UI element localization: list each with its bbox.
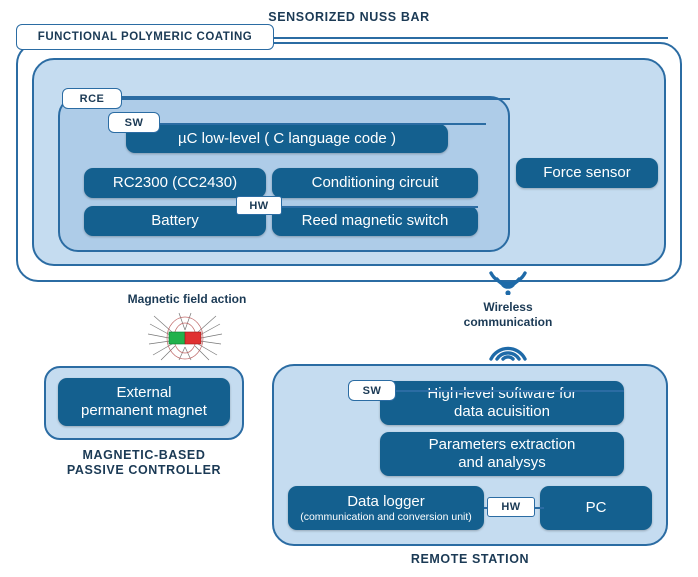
external-permanent-magnet-box[interactable]: External permanent magnet bbox=[58, 378, 230, 426]
bar-magnet-field-icon bbox=[147, 312, 223, 361]
conditioning-circuit-box[interactable]: Conditioning circuit bbox=[272, 168, 478, 198]
page-title: SENSORIZED NUSS BAR bbox=[268, 10, 430, 24]
pc-box[interactable]: PC bbox=[540, 486, 652, 530]
rce-tag: RCE bbox=[62, 88, 122, 109]
remote-station-caption: REMOTE STATION bbox=[410, 552, 530, 566]
rc2300-box[interactable]: RC2300 (CC2430) bbox=[84, 168, 266, 198]
force-sensor-box[interactable]: Force sensor bbox=[516, 158, 658, 188]
hw-tag-bar-connector bbox=[270, 206, 478, 208]
sw-tag-bar: SW bbox=[108, 112, 160, 133]
reed-magnetic-switch-box[interactable]: Reed magnetic switch bbox=[272, 206, 478, 236]
magnetic-field-action-label: Magnetic field action bbox=[127, 292, 247, 306]
hw-tag-station: HW bbox=[487, 497, 535, 517]
wireless-communication-label: Wireless communication bbox=[463, 300, 553, 329]
functional-polymeric-coating-tag: FUNCTIONAL POLYMERIC COATING bbox=[16, 24, 274, 50]
microcontroller-low-level-box[interactable]: µC low-level ( C language code ) bbox=[126, 124, 448, 153]
wifi-signal-down-icon bbox=[489, 271, 527, 295]
sw-tag-station-connector bbox=[390, 390, 624, 392]
high-level-software-box[interactable]: High-level software for data acuisition bbox=[380, 381, 624, 425]
parameters-extraction-box[interactable]: Parameters extraction and analysys bbox=[380, 432, 624, 476]
coating-tag-connector bbox=[272, 37, 668, 39]
data-logger-title: Data logger bbox=[347, 493, 425, 510]
sw-tag-station: SW bbox=[348, 380, 396, 401]
wifi-signal-up-icon bbox=[489, 346, 527, 361]
data-logger-subtitle: (communication and conversion unit) bbox=[300, 511, 472, 523]
hw-tag-bar: HW bbox=[236, 196, 282, 215]
rce-tag-connector bbox=[118, 98, 510, 100]
data-logger-box[interactable]: Data logger (communication and conversio… bbox=[288, 486, 484, 530]
battery-box[interactable]: Battery bbox=[84, 206, 266, 236]
sw-tag-bar-connector bbox=[160, 123, 486, 125]
passive-controller-caption: MAGNETIC-BASED PASSIVE CONTROLLER bbox=[66, 448, 222, 477]
